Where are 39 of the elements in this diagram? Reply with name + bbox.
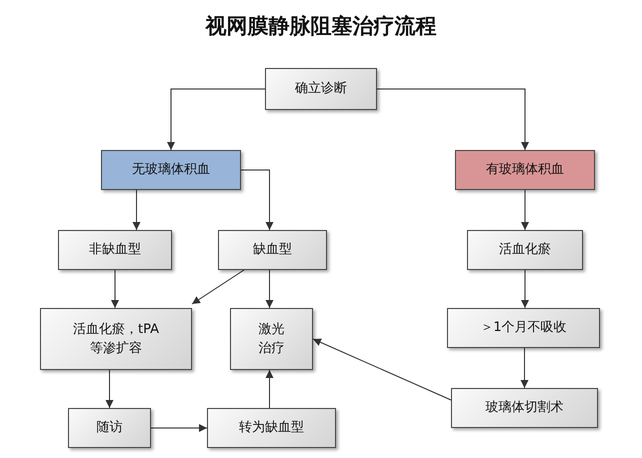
- process-box: [230, 308, 313, 370]
- process-box: [467, 230, 583, 270]
- arrow: [240, 170, 274, 230]
- box-label: 活血化瘀: [499, 241, 551, 260]
- arrow: [150, 424, 208, 432]
- box-label: 非缺血型: [89, 241, 141, 260]
- process-box: [58, 230, 172, 270]
- process-box: [40, 308, 192, 370]
- arrow: [132, 190, 140, 230]
- process-box: [68, 408, 151, 448]
- process-box: [447, 308, 600, 348]
- box-label: 活血化瘀，tPA等渗扩容: [72, 320, 160, 358]
- box-label: 激光治疗: [258, 320, 286, 358]
- arrow: [106, 370, 114, 408]
- arrow: [520, 348, 528, 388]
- arrow: [521, 190, 529, 230]
- arrow: [312, 338, 452, 400]
- process-box: [101, 150, 241, 190]
- arrow: [521, 270, 529, 308]
- arrow: [376, 88, 529, 150]
- arrow: [167, 88, 266, 150]
- box-label: ＞1个月不吸收: [480, 319, 567, 338]
- arrow: [111, 270, 119, 308]
- box-label: 无玻璃体积血: [132, 161, 210, 180]
- box-label: 确立诊断: [295, 80, 347, 98]
- arrow: [266, 370, 274, 408]
- box-label: 转为缺血型: [239, 419, 304, 438]
- arrow: [266, 270, 274, 308]
- box-label: 玻璃体切割术: [486, 399, 564, 418]
- box-label: 随访: [96, 419, 122, 438]
- arrow: [192, 270, 244, 304]
- box-label: 有玻璃体积血: [486, 161, 564, 180]
- diagram-title: 视网膜静脉阻塞治疗流程: [204, 12, 438, 40]
- process-box: [455, 150, 595, 190]
- process-box: [207, 408, 336, 448]
- process-box: [265, 68, 377, 110]
- process-box: [451, 388, 598, 428]
- process-box: [218, 230, 327, 270]
- box-label: 缺血型: [253, 241, 292, 260]
